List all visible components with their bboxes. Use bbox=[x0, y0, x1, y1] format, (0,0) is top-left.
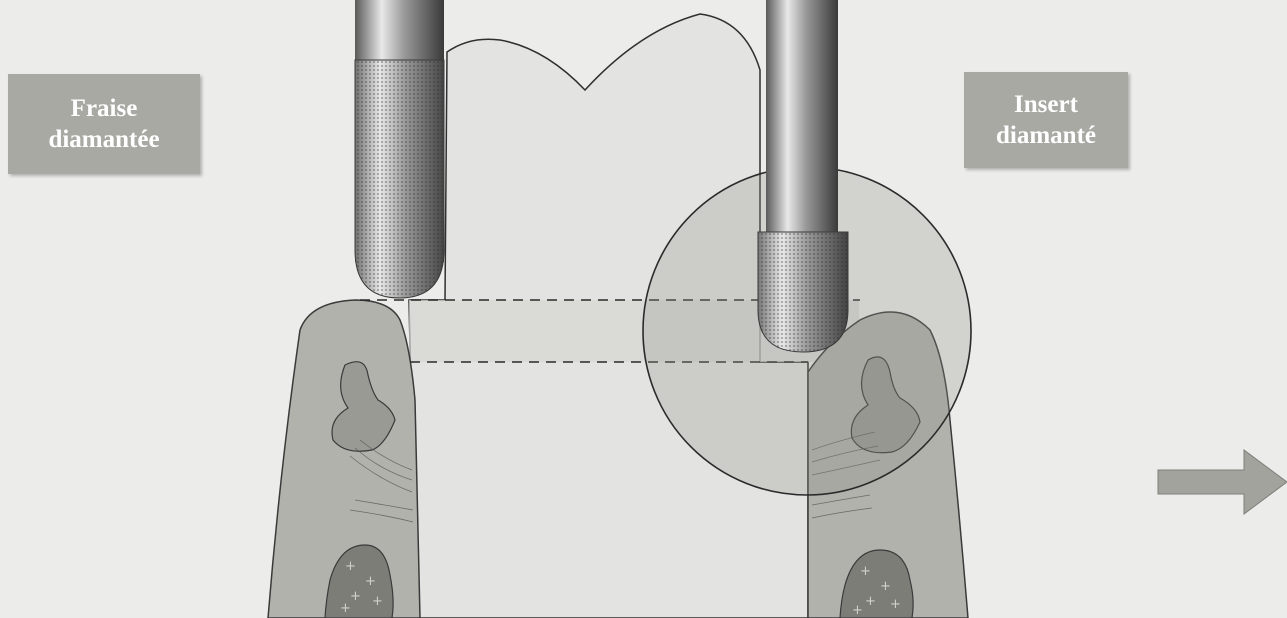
label-left-line2: diamantée bbox=[48, 124, 159, 155]
svg-text:+: + bbox=[890, 597, 901, 612]
svg-text:+: + bbox=[865, 594, 876, 609]
svg-text:+: + bbox=[365, 574, 376, 589]
label-right-line1: Insert bbox=[1014, 89, 1078, 120]
label-insert-diamante: Insert diamanté bbox=[964, 72, 1128, 168]
label-left-line1: Fraise bbox=[71, 93, 138, 124]
svg-text:+: + bbox=[350, 589, 361, 604]
diamond-insert-icon bbox=[752, 0, 852, 356]
svg-text:+: + bbox=[880, 579, 891, 594]
svg-text:+: + bbox=[372, 594, 383, 609]
label-fraise-diamantee: Fraise diamantée bbox=[8, 74, 200, 174]
right-arrow-icon bbox=[1158, 450, 1287, 514]
svg-text:+: + bbox=[345, 559, 356, 574]
label-right-line2: diamanté bbox=[996, 120, 1096, 151]
svg-text:+: + bbox=[852, 603, 863, 618]
diamond-bur-icon bbox=[350, 0, 450, 305]
svg-text:+: + bbox=[860, 564, 871, 579]
svg-text:+: + bbox=[340, 601, 351, 616]
